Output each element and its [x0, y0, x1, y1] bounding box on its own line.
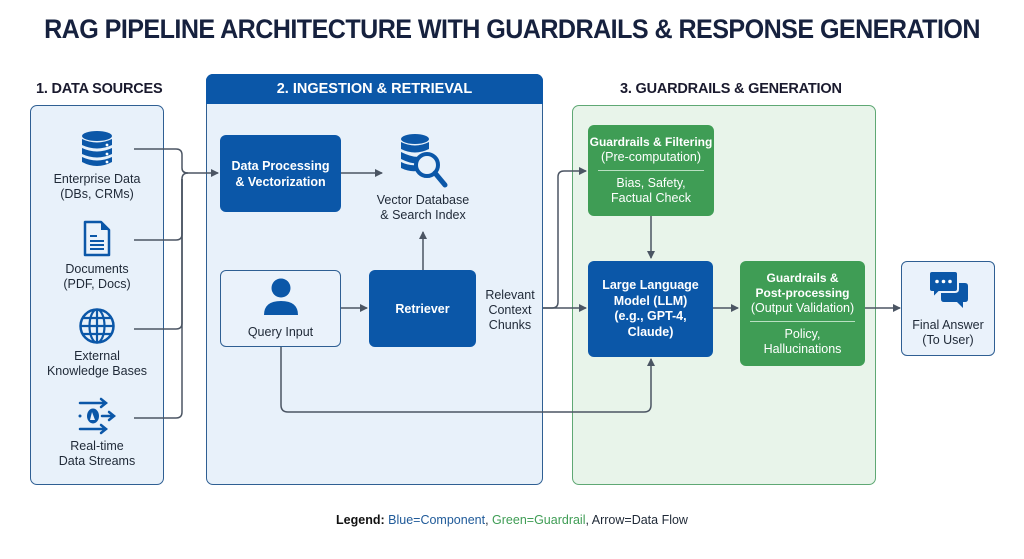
pre-guard-title: Guardrails & Filtering: [589, 135, 713, 149]
source-label: Real-time: [70, 439, 124, 453]
source-realtime-streams: Real-time Data Streams: [30, 395, 164, 469]
query-input-label: Query Input: [247, 325, 314, 339]
query-input-box[interactable]: Query Input: [220, 270, 341, 347]
source-label: External: [74, 349, 120, 363]
context-line-3: Chunks: [488, 318, 532, 332]
legend-sep: ,: [585, 513, 592, 527]
vector-db-sublabel: & Search Index: [380, 208, 466, 222]
legend-arrow: Arrow=Data Flow: [591, 513, 688, 527]
section-label-guardrails: 3. GUARDRAILS & GENERATION: [620, 81, 842, 97]
data-processing-box[interactable]: Data Processing & Vectorization: [220, 135, 341, 212]
source-sublabel: Knowledge Bases: [46, 364, 148, 378]
user-icon: [263, 277, 299, 322]
final-answer-label: Final Answer: [912, 318, 984, 332]
source-sublabel: (PDF, Docs): [63, 277, 131, 291]
arrow-streams-to-merge: [134, 179, 183, 419]
source-documents: Documents (PDF, Docs): [30, 218, 164, 292]
legend-label: Legend:: [336, 513, 389, 527]
post-guard-check-2: Hallucinations: [763, 341, 842, 356]
final-answer-sublabel: (To User): [922, 333, 974, 347]
data-sources-panel: [30, 105, 164, 485]
data-processing-label: Data Processing: [231, 158, 330, 173]
document-icon: [30, 218, 164, 258]
source-sublabel: (DBs, CRMs): [60, 187, 134, 201]
diagram-title: RAG PIPELINE ARCHITECTURE WITH GUARDRAIL…: [44, 14, 980, 44]
retriever-box[interactable]: Retriever: [369, 270, 476, 347]
database-icon: [30, 128, 164, 168]
llm-box[interactable]: Large Language Model (LLM) (e.g., GPT-4,…: [588, 261, 713, 357]
llm-line-3: (e.g., GPT-4,: [614, 309, 687, 323]
context-line-2: Context: [488, 303, 532, 317]
final-answer-box[interactable]: Final Answer (To User): [901, 261, 995, 356]
source-sublabel: Data Streams: [58, 454, 136, 468]
globe-icon: [30, 305, 164, 345]
source-label: Enterprise Data: [53, 172, 141, 186]
legend-green: Green=Guardrail: [492, 513, 586, 527]
llm-line-1: Large Language: [602, 278, 699, 292]
section-label-ingestion: 2. INGESTION & RETRIEVAL: [206, 74, 543, 104]
section-label-data-sources: 1. DATA SOURCES: [36, 81, 163, 97]
post-guardrails-box[interactable]: Guardrails & Post-processing (Output Val…: [740, 261, 865, 366]
post-guard-check-1: Policy,: [784, 326, 821, 341]
post-guard-title-1: Guardrails &: [766, 270, 839, 285]
pre-guard-subtitle: (Pre-computation): [600, 150, 702, 164]
llm-line-4: Claude): [627, 324, 674, 339]
arrow-context-to-preguard: [543, 167, 587, 309]
pre-guard-check-1: Bias, Safety,: [616, 176, 686, 190]
pre-guard-check-2: Factual Check: [611, 191, 691, 205]
vector-db-search-icon: [363, 131, 483, 193]
stream-icon: [30, 395, 164, 435]
vector-database[interactable]: Vector Database & Search Index: [363, 131, 483, 223]
divider: [598, 170, 704, 171]
source-external-knowledge: External Knowledge Bases: [30, 305, 164, 379]
pre-guardrails-box[interactable]: Guardrails & Filtering (Pre-computation)…: [588, 125, 714, 216]
post-guard-title-2: Post-processing: [755, 285, 850, 300]
data-processing-sublabel: & Vectorization: [235, 174, 326, 189]
chat-bubbles-icon: [927, 269, 969, 314]
vector-db-label: Vector Database: [376, 193, 470, 207]
post-guard-title-3: (Output Validation): [750, 300, 855, 315]
context-line-1: Relevant: [485, 288, 535, 302]
legend: Legend: Blue=Component, Green=Guardrail,…: [0, 513, 1024, 527]
context-chunks-label: Relevant Context Chunks: [478, 288, 542, 333]
source-label: Documents: [65, 262, 129, 276]
llm-line-2: Model (LLM): [613, 293, 688, 308]
retriever-label: Retriever: [395, 301, 450, 316]
legend-blue: Blue=Component: [388, 513, 486, 527]
source-enterprise-data: Enterprise Data (DBs, CRMs): [30, 128, 164, 202]
arrow-enterprise-to-merge: [134, 148, 189, 174]
arrow-query-to-llm: [280, 347, 655, 413]
legend-sep: ,: [485, 513, 493, 527]
divider: [750, 320, 855, 322]
